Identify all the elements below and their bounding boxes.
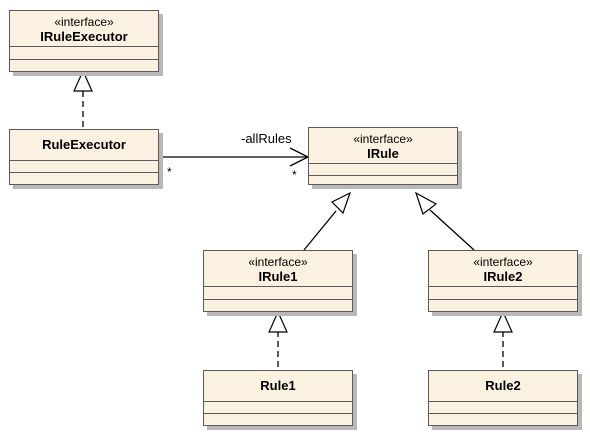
- class-name: RuleExecutor: [42, 137, 126, 152]
- association-role-label: -allRules: [241, 131, 292, 146]
- generalization-line-irule1: [303, 210, 337, 251]
- class-name: Rule2: [485, 378, 521, 393]
- class-name: IRuleExecutor: [40, 29, 128, 44]
- stereotype-label: «interface»: [248, 255, 308, 269]
- class-name: IRule: [367, 146, 399, 161]
- realization-arrowhead-irule1: [268, 310, 288, 333]
- class-box-rule1[interactable]: Rule1: [203, 370, 357, 430]
- compartment-divider: [204, 413, 352, 414]
- compartment-divider: [429, 413, 577, 414]
- compartment-divider: [204, 299, 352, 300]
- generalization-arrowhead-irule2: [414, 191, 438, 215]
- class-box-rule2[interactable]: Rule2: [428, 370, 582, 430]
- stereotype-label: «interface»: [353, 132, 413, 146]
- stereotype-label: «interface»: [54, 15, 114, 29]
- class-box-irule[interactable]: «interface» IRule: [308, 127, 462, 189]
- generalization-line-irule2: [429, 209, 475, 251]
- target-multiplicity-label: *: [292, 168, 297, 182]
- class-name: Rule1: [260, 378, 296, 393]
- realization-arrowhead-irule2: [493, 310, 513, 333]
- compartment-divider: [10, 59, 158, 60]
- class-name: IRule1: [258, 269, 298, 284]
- class-name: IRule2: [483, 269, 523, 284]
- compartment-divider: [429, 299, 577, 300]
- class-box-iruleexecutor[interactable]: «interface» IRuleExecutor: [9, 10, 163, 76]
- compartment-divider: [309, 175, 457, 176]
- realization-arrowhead-iruleexecutor: [73, 69, 93, 92]
- compartment-divider: [10, 172, 158, 173]
- class-box-irule1[interactable]: «interface» IRule1: [203, 250, 357, 316]
- source-multiplicity-label: *: [167, 165, 172, 179]
- class-box-irule2[interactable]: «interface» IRule2: [428, 250, 582, 316]
- class-box-ruleexecutor[interactable]: RuleExecutor: [9, 129, 163, 189]
- generalization-arrowhead-irule1: [330, 191, 352, 215]
- stereotype-label: «interface»: [473, 255, 533, 269]
